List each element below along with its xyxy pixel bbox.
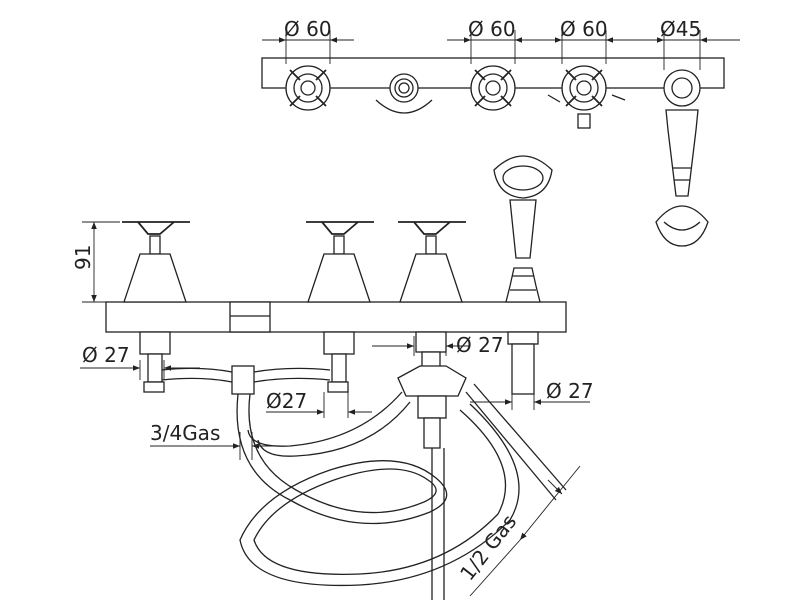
top-spout: [375, 73, 433, 114]
top-valve-left: [285, 65, 331, 111]
front-valve-right: [398, 221, 466, 369]
front-deck-plate: [105, 301, 567, 333]
front-hoses: [236, 383, 567, 600]
dim-hose-thread: 1/2 Gas: [455, 510, 521, 585]
front-valve-middle: [306, 221, 374, 393]
top-view: Ø 60 Ø 60 Ø 60 Ø45: [261, 17, 740, 247]
dim-top-valve-left: Ø 60: [284, 17, 332, 41]
front-shower-handset: [493, 155, 553, 395]
top-dimensions: [262, 30, 740, 70]
front-spout: [229, 301, 271, 333]
front-valve-left: [122, 221, 190, 393]
top-shower-handset: [655, 69, 709, 247]
dim-top-valve-middle: Ø 60: [468, 17, 516, 41]
dim-inlet-thread: 3/4Gas: [150, 421, 220, 445]
dim-top-valve-right: Ø 60: [560, 17, 608, 41]
dim-left-valve-inlet: Ø 27: [82, 343, 130, 367]
front-dimensions: [80, 221, 590, 597]
front-inlet-tee: [161, 365, 331, 395]
top-valve-middle: [470, 65, 516, 111]
top-valve-right: [547, 65, 626, 129]
dim-right-valve-inlet: Ø 27: [456, 333, 504, 357]
dim-middle-valve-inlet: Ø27: [266, 389, 307, 413]
dim-shower-inlet: Ø 27: [546, 379, 594, 403]
front-diverter-body: [397, 365, 467, 449]
dim-height-91: 91: [71, 245, 95, 270]
front-view: 91 Ø 27 Ø27 Ø 27 Ø 27 3/4Gas 1/2 Gas: [71, 155, 594, 600]
dim-top-shower: Ø45: [660, 17, 701, 41]
